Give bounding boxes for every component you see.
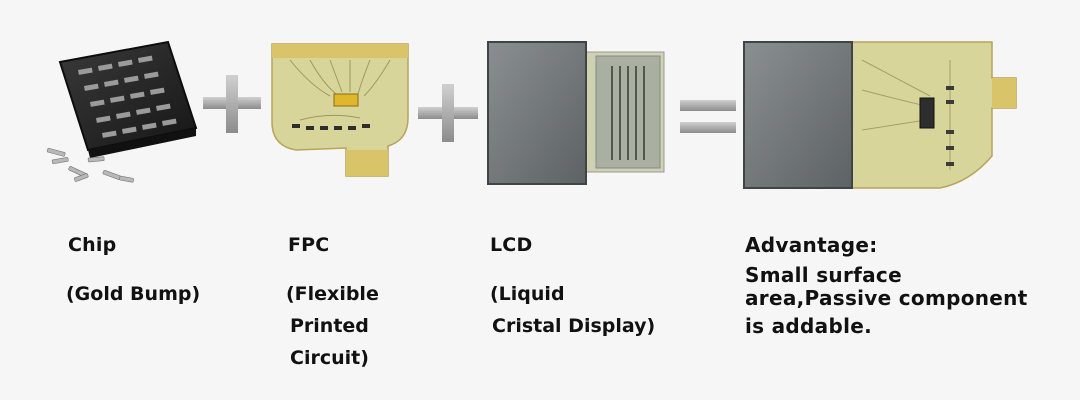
equals-operator bbox=[680, 100, 736, 133]
plus-operator bbox=[203, 75, 261, 133]
chip-desc-line: (Gold Bump) bbox=[66, 283, 201, 305]
fpc-image bbox=[271, 43, 409, 177]
chip-title: Chip bbox=[68, 234, 117, 256]
chip-image bbox=[46, 40, 198, 183]
advantage-desc-line: area,Passive component bbox=[745, 286, 1028, 310]
lcd-desc-line: Cristal Display) bbox=[492, 315, 656, 337]
lcd-image bbox=[487, 41, 665, 185]
lcd-title: LCD bbox=[490, 234, 533, 256]
plus-operator bbox=[418, 84, 478, 142]
advantage-desc-line: Small surface bbox=[745, 263, 902, 287]
fpc-title: FPC bbox=[288, 234, 330, 256]
fpc-desc-line: (Flexible bbox=[286, 283, 379, 305]
assembled-module-image bbox=[743, 41, 1017, 189]
illustration-row bbox=[46, 40, 1017, 189]
fpc-desc-line: Circuit) bbox=[290, 347, 369, 369]
advantage-desc-line: is addable. bbox=[745, 314, 872, 338]
advantage-title: Advantage: bbox=[745, 233, 878, 257]
fpc-desc-line: Printed bbox=[290, 315, 369, 337]
lcd-desc-line: (Liquid bbox=[490, 283, 565, 305]
